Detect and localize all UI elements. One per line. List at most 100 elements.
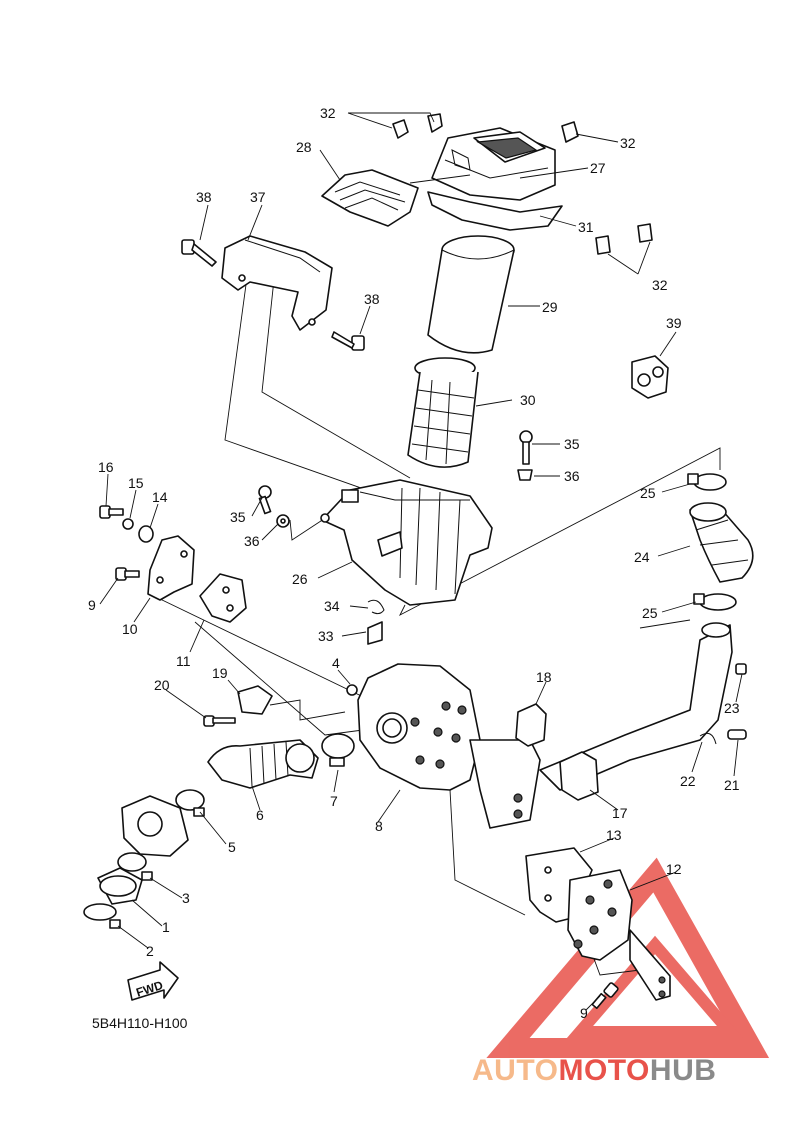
callout-3: 3 [182,890,190,906]
fwd-arrow: FWD [127,961,179,1001]
callout-11: 11 [176,653,191,669]
clamp-5 [175,789,205,817]
callout-12: 12 [666,861,682,877]
callout-29: 29 [542,299,558,315]
callout-32-top-right: 32 [620,135,636,151]
bolt-20 [203,715,236,727]
clamp-3 [117,852,153,881]
callout-38-upper: 38 [196,189,212,205]
joint-6 [207,739,319,789]
clip-32-a [392,119,409,139]
callout-5: 5 [228,839,236,855]
callout-25-lower: 25 [642,605,658,621]
plate-11 [199,573,247,623]
callout-7: 7 [330,793,338,809]
callout-10: 10 [122,621,138,637]
plug-33 [367,621,383,645]
washer-15 [122,518,134,530]
callout-9-bottom: 9 [580,1005,588,1021]
bolt-9-b [591,982,619,1010]
clip-32-e [637,223,653,243]
clip-32-d [595,235,611,255]
cover-seal [427,191,563,231]
callout-31: 31 [578,219,594,235]
callout-30: 30 [520,392,536,408]
clamp-2 [83,903,121,929]
watermark-triangle-outer [486,857,770,1058]
throttle-body [121,795,189,857]
callout-36-left: 36 [244,533,260,549]
callout-14: 14 [152,489,168,505]
callout-22: 22 [680,773,696,789]
callout-35-left: 35 [230,509,246,525]
callout-27: 27 [590,160,606,176]
callout-21: 21 [724,777,740,793]
washer-36-a [517,469,533,481]
clip-32-c [561,121,579,143]
callout-2: 2 [146,943,154,959]
callout-37: 37 [250,189,266,205]
bolt-38-b [331,331,365,351]
callout-16: 16 [98,459,114,475]
callout-26: 26 [292,571,308,587]
air-filter-case [320,479,493,606]
callout-labels: 32 32 28 27 38 37 31 32 29 38 39 30 35 3… [88,105,740,1021]
callout-4: 4 [332,655,340,671]
callout-17: 17 [612,805,628,821]
bolt-35-b [258,485,272,515]
watermark-text-auto: AUTO [472,1054,558,1087]
sensor-19 [237,685,273,715]
grommet-4 [346,684,358,696]
callout-8: 8 [375,818,383,834]
callout-6: 6 [256,807,264,823]
leader-lines [99,112,743,1011]
bracket-12 [567,869,671,1001]
clip-32-b [427,113,443,133]
callout-9-left: 9 [88,597,96,613]
screw-23 [735,663,747,675]
collar-14 [138,525,154,543]
callout-23: 23 [724,700,740,716]
callout-28: 28 [296,139,312,155]
clamp-34 [367,599,385,615]
pin-21 [727,729,747,740]
air-filter-element [427,235,515,354]
holder-18 [515,703,547,747]
callout-13: 13 [606,827,622,843]
bolt-35-a [519,430,533,465]
bolt-16 [99,505,124,519]
bolt-9-a [115,567,140,581]
callout-25-upper: 25 [640,485,656,501]
diagram-code: 5B4H110-H100 [92,1015,188,1031]
callout-38-lower: 38 [364,291,380,307]
band-39 [631,355,669,399]
bolt-38-a [181,239,217,267]
callout-1: 1 [162,919,170,935]
clamp-17 [559,751,599,801]
joint-1 [97,867,143,905]
washer-36-b [276,514,290,528]
intake-duct-28 [321,169,419,227]
clamp-7 [321,733,355,767]
callout-32-top-left: 32 [320,105,336,121]
callout-35-right: 35 [564,436,580,452]
callout-39: 39 [666,315,682,331]
callout-33: 33 [318,628,334,644]
joint-24 [689,502,754,583]
clamp-25-a [687,473,727,491]
callout-32-right: 32 [652,277,668,293]
callout-15: 15 [128,475,144,491]
callout-24: 24 [634,549,650,565]
intake-silencer-8 [357,663,541,829]
filter-frame [407,357,479,468]
bracket-10 [147,535,195,601]
bracket-37 [221,235,333,331]
callout-36-right: 36 [564,468,580,484]
duct-pipe [539,622,733,791]
clip-22 [699,732,717,745]
callout-19: 19 [212,665,228,681]
watermark-text: AUTOMOTOHUB [472,1054,716,1087]
callout-18: 18 [536,669,552,685]
air-filter-case-cover [431,127,556,201]
clamp-25-b [693,593,737,611]
